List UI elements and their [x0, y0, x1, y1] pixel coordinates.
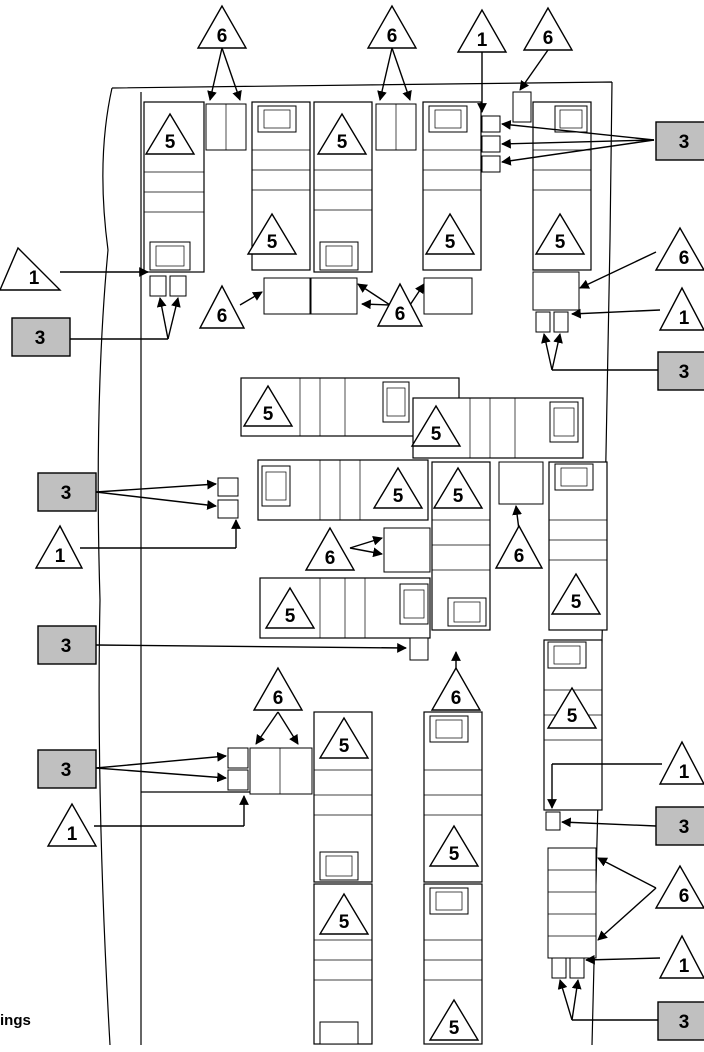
svg-text:5: 5 [453, 486, 464, 507]
callout-5: 5 [372, 466, 424, 509]
callout-5: 5 [428, 998, 480, 1041]
svg-text:3: 3 [679, 132, 690, 153]
callout-6-left-lower: 6 [252, 666, 304, 711]
svg-text:5: 5 [285, 606, 296, 627]
callout-5: 5 [144, 112, 196, 155]
callout-6-center-lower: 6 [430, 666, 482, 711]
workstation-units [143, 101, 608, 1045]
svg-text:5: 5 [339, 912, 350, 933]
svg-text:6: 6 [217, 26, 228, 47]
svg-text:3: 3 [61, 636, 72, 657]
callout-6-center-right: 6 [494, 524, 544, 569]
svg-text:1: 1 [679, 762, 690, 783]
svg-text:1: 1 [679, 956, 690, 977]
svg-text:5: 5 [339, 736, 350, 757]
callout-5: 5 [432, 466, 484, 509]
callout-6-top-b: 6 [366, 4, 418, 49]
callout-3-left-mid: 3 [37, 472, 97, 512]
svg-text:6: 6 [325, 548, 336, 569]
callout-1-left-mid: 1 [34, 524, 84, 569]
callout-1-right-lower: 1 [658, 740, 704, 785]
callout-5: 5 [318, 892, 370, 935]
callout-6-center: 6 [304, 526, 356, 571]
svg-text:5: 5 [267, 232, 278, 253]
callout-5: 5 [264, 586, 316, 629]
svg-text:5: 5 [571, 592, 582, 613]
callout-6-mid-b: 6 [376, 282, 424, 327]
callout-3-top-right: 3 [655, 121, 704, 161]
svg-text:5: 5 [449, 844, 460, 865]
callout-6-top-c: 6 [522, 6, 574, 51]
callout-6-mid-a: 6 [198, 284, 246, 329]
svg-text:5: 5 [445, 232, 456, 253]
callout-1-left-bottom: 1 [46, 802, 98, 847]
callout-6-top-a: 6 [196, 4, 248, 49]
callout-3-left-upper: 3 [11, 317, 71, 357]
svg-text:3: 3 [35, 328, 46, 349]
callout-5: 5 [316, 112, 368, 155]
pointer-lines [60, 47, 662, 1021]
svg-text:1: 1 [477, 30, 488, 51]
svg-text:5: 5 [431, 424, 442, 445]
svg-text:6: 6 [679, 886, 690, 907]
callout-3-right-upper: 3 [657, 351, 704, 391]
svg-text:3: 3 [679, 362, 690, 383]
svg-text:1: 1 [679, 308, 690, 329]
svg-text:5: 5 [393, 486, 404, 507]
callout-5: 5 [546, 686, 598, 729]
callout-1-right-bottom: 1 [658, 934, 704, 979]
callout-1-left-upper: 1 [0, 246, 62, 291]
svg-text:6: 6 [395, 304, 406, 325]
device-clusters [149, 115, 585, 979]
cabinets [205, 91, 597, 959]
svg-text:6: 6 [679, 248, 690, 269]
callout-1-right-upper: 1 [658, 286, 704, 331]
svg-text:1: 1 [67, 824, 78, 845]
svg-text:1: 1 [29, 268, 40, 289]
svg-text:6: 6 [387, 26, 398, 47]
svg-text:3: 3 [61, 483, 72, 504]
svg-text:5: 5 [567, 706, 578, 727]
callout-1-top: 1 [456, 8, 508, 53]
svg-text:5: 5 [263, 404, 274, 425]
svg-text:3: 3 [61, 760, 72, 781]
callout-5: 5 [242, 384, 294, 427]
callout-5: 5 [246, 212, 298, 255]
svg-text:6: 6 [514, 546, 525, 567]
svg-text:5: 5 [449, 1018, 460, 1039]
svg-text:3: 3 [679, 1012, 690, 1033]
svg-text:6: 6 [451, 688, 462, 709]
callout-3-left-bottom: 3 [37, 749, 97, 789]
svg-text:6: 6 [217, 306, 228, 327]
svg-text:5: 5 [165, 132, 176, 153]
callout-5: 5 [428, 824, 480, 867]
legend-caption: ings [0, 1012, 31, 1029]
svg-text:5: 5 [337, 132, 348, 153]
callout-5: 5 [550, 572, 602, 615]
svg-text:5: 5 [555, 232, 566, 253]
callout-5: 5 [410, 404, 462, 447]
callout-5: 5 [534, 212, 586, 255]
callout-5: 5 [318, 716, 370, 759]
callout-5: 5 [424, 212, 476, 255]
callout-3-right-bottom: 3 [657, 1001, 704, 1041]
callout-6-right-upper: 6 [654, 226, 704, 271]
callout-3-right-lower: 3 [655, 806, 704, 846]
svg-text:3: 3 [679, 817, 690, 838]
svg-text:6: 6 [543, 28, 554, 49]
svg-text:6: 6 [273, 688, 284, 709]
svg-text:1: 1 [55, 546, 66, 567]
callout-3-left-lower: 3 [37, 625, 97, 665]
callout-6-right-lower: 6 [654, 864, 704, 909]
